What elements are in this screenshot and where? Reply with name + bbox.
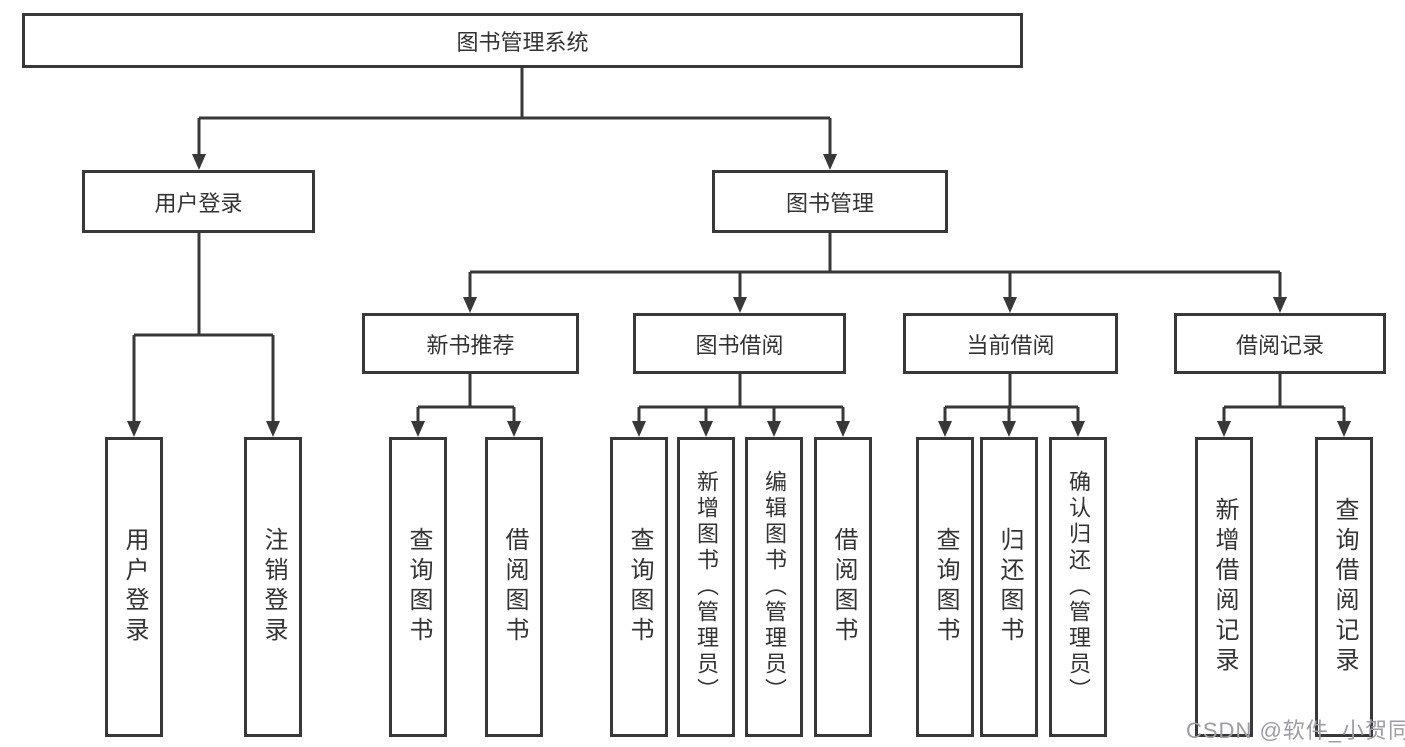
leaf-user-login: 用户登录 [105, 437, 163, 737]
node-user-login: 用户登录 [82, 170, 315, 233]
leaf-edit-book-admin: 编辑图书（管理员） [745, 437, 803, 737]
csdn-watermark: CSDN @软件_小贺同学 [1186, 718, 1405, 743]
node-book-management: 图书管理 [712, 170, 948, 233]
leaf-recommend-query-book: 查询图书 [389, 437, 447, 737]
leaf-add-borrow-record: 新增借阅记录 [1195, 437, 1253, 737]
arrowheads [127, 154, 1351, 437]
leaf-borrow-book: 借阅图书 [814, 437, 872, 737]
leaf-logout: 注销登录 [244, 437, 302, 737]
node-new-book-recommend: 新书推荐 [362, 313, 579, 374]
leaf-query-borrow-record: 查询借阅记录 [1315, 437, 1373, 737]
leaf-add-book-admin: 新增图书（管理员） [677, 437, 735, 737]
leaf-borrow-query-book: 查询图书 [610, 437, 668, 737]
node-root-system: 图书管理系统 [22, 13, 1023, 68]
leaf-current-query-book: 查询图书 [916, 437, 974, 737]
leaf-return-book: 归还图书 [980, 437, 1038, 737]
node-borrow-records: 借阅记录 [1174, 313, 1386, 374]
leaf-confirm-return-admin: 确认归还（管理员） [1049, 437, 1107, 737]
leaf-recommend-borrow-book: 借阅图书 [485, 437, 543, 737]
node-book-borrow: 图书借阅 [633, 313, 846, 374]
node-current-borrow: 当前借阅 [903, 313, 1118, 374]
